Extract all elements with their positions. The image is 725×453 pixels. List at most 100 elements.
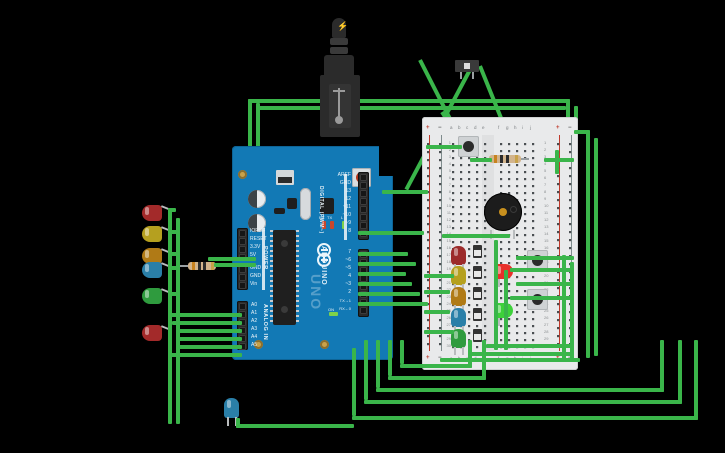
wire-d7[interactable] [358,252,408,256]
wire-dv-4[interactable] [388,340,392,376]
wire-bb-2[interactable] [470,158,492,162]
wire-blue-led-v[interactable] [236,418,240,428]
wire-bb-15[interactable] [440,358,580,362]
bb-led-orange[interactable] [451,287,466,306]
wire-d5[interactable] [358,272,406,276]
wire-bb-v2[interactable] [504,270,508,350]
wire-bb-10[interactable] [510,268,572,272]
wire-top-3[interactable] [248,99,252,179]
wire-bot-5[interactable] [400,364,472,368]
wire-top-1[interactable] [248,99,570,103]
wire-top-2[interactable] [256,106,566,110]
wire-bb-14[interactable] [468,352,574,356]
wire-d3[interactable] [358,292,420,296]
wire-bot-up-1[interactable] [694,340,698,420]
led-yellow-1[interactable] [142,226,162,242]
wire-d13[interactable] [382,190,428,194]
wire-bb-6[interactable] [424,310,450,314]
wire-bot-4[interactable] [388,376,486,380]
bb-led-yellow[interactable] [451,266,466,285]
wire-d6[interactable] [358,262,416,266]
wire-d4[interactable] [358,282,412,286]
electrolytic-cap-1 [248,190,266,208]
wire-bb-1[interactable] [426,145,462,149]
wire-a4[interactable] [176,345,242,349]
wire-led-r2[interactable] [170,230,178,234]
resistor-left[interactable] [178,262,228,270]
small-ic-top[interactable] [455,60,479,79]
wire-resistor-to-5v[interactable] [214,263,256,267]
digital-header-top[interactable] [358,172,369,240]
usb-cable[interactable]: ⚡ [320,18,364,146]
wire-dv-5[interactable] [400,340,404,364]
wire-led-r5[interactable] [170,292,178,296]
analog-header[interactable] [237,301,248,350]
wire-bb-v4[interactable] [562,255,566,360]
pushbutton-top[interactable] [458,136,479,157]
bb-led-dark-red[interactable] [451,246,466,265]
wire-right-2[interactable] [594,138,598,356]
wire-a3[interactable] [176,337,242,341]
wire-diag-long[interactable] [478,65,505,123]
bb-led-bright-green[interactable] [494,303,513,318]
led-red-1[interactable] [142,205,162,221]
resistor-breadboard[interactable] [481,155,529,163]
wire-bb-3[interactable] [544,158,574,162]
wire-blue-led-h[interactable] [236,424,354,428]
wire-dv-2[interactable] [364,340,368,400]
wire-d8[interactable] [358,231,424,235]
wire-bb-v5[interactable] [570,262,574,360]
led-blue-1[interactable] [142,262,162,278]
bb-led-blue[interactable] [451,308,466,327]
wire-led-r4[interactable] [170,266,178,270]
dip-switch-4[interactable] [473,308,482,321]
wire-a2[interactable] [176,329,242,333]
wire-bot-up-3[interactable] [660,340,664,392]
arduino-uno-board[interactable]: RX TX L ON ARDUINO UNO IOREF RESET 3.3V … [232,146,393,360]
led-orange-1[interactable] [142,248,162,264]
wire-bb-4[interactable] [442,234,510,238]
dip-switch-2[interactable] [473,266,482,279]
wire-bb-v1[interactable] [494,240,498,350]
bb-led-bright-red[interactable] [494,264,513,279]
wire-bot-1[interactable] [352,416,698,420]
wire-led-r3[interactable] [170,252,178,256]
dip-switch-5[interactable] [473,329,482,342]
wire-bot-2[interactable] [364,400,682,404]
wire-top-5[interactable] [566,99,570,129]
wire-bb-5[interactable] [424,290,450,294]
led-red-2[interactable] [142,325,162,341]
wire-bb-7[interactable] [424,274,454,278]
wire-dv-1[interactable] [352,348,356,416]
wire-bb-9[interactable] [516,256,574,260]
dip-switch-3[interactable] [473,287,482,300]
wire-bot-3[interactable] [376,388,664,392]
wire-right-1h[interactable] [574,130,590,134]
wire-bb-8[interactable] [424,330,454,334]
wire-led-r1[interactable] [168,208,176,212]
wire-a1[interactable] [172,321,242,325]
wire-bot-up-2[interactable] [678,340,682,404]
led-green-1[interactable] [142,288,162,304]
wire-a0[interactable] [168,313,242,317]
wire-dv-3[interactable] [376,340,380,388]
wire-bb-12[interactable] [510,296,572,300]
wire-bb-13[interactable] [486,344,574,348]
wire-bb-11[interactable] [516,282,574,286]
wire-top-4[interactable] [256,103,260,179]
wire-right-1[interactable] [586,130,590,358]
bb-led-green[interactable] [451,329,466,348]
col-label-top-j: j [530,125,531,130]
led-blue-standalone[interactable] [224,398,239,418]
piezo-buzzer[interactable] [484,193,522,231]
mount-hole-bl [254,340,263,349]
row-number-left-13: 13 [446,224,451,229]
wire-d2[interactable] [358,302,428,306]
wire-a5[interactable] [168,353,242,357]
power-header-2[interactable] [237,264,248,290]
dip-switch-1[interactable] [473,245,482,258]
wire-5v-in[interactable] [208,257,256,261]
pushbutton-mid[interactable] [527,250,548,271]
wire-bb-v3[interactable] [555,150,559,174]
